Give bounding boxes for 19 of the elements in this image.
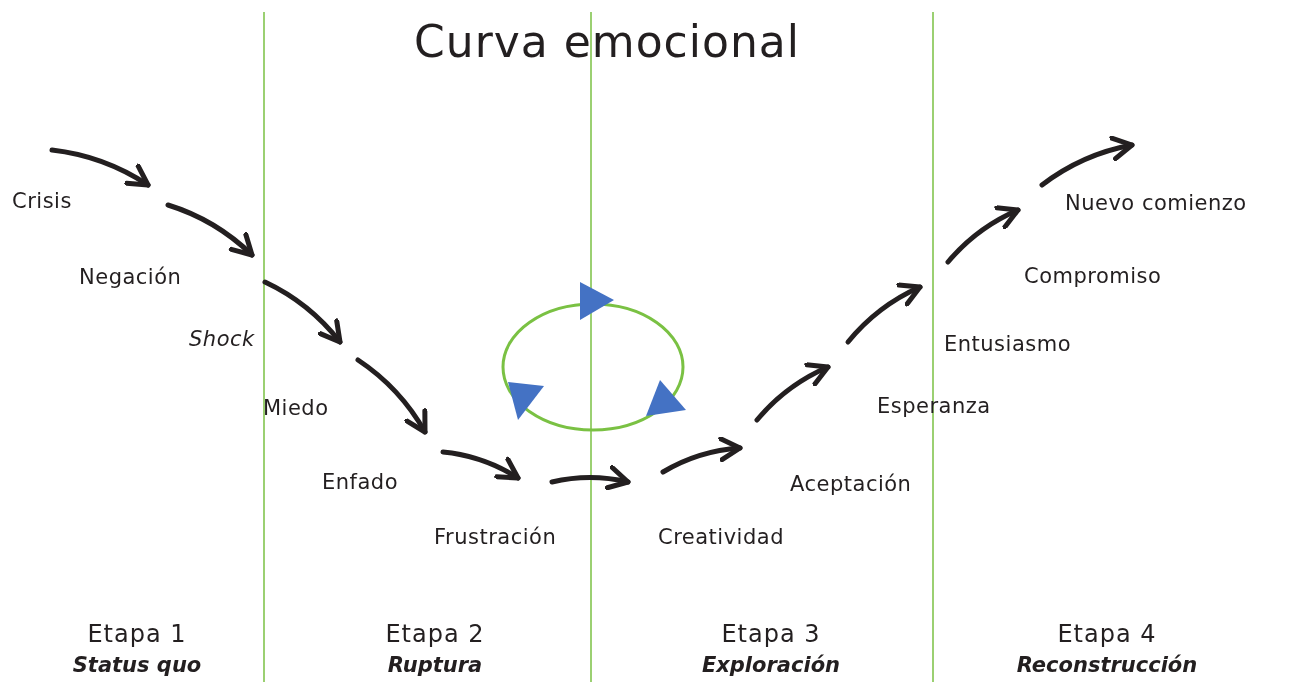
emotion-label: Crisis bbox=[12, 189, 72, 215]
emotion-label: Miedo bbox=[263, 396, 329, 422]
emotion-label: Aceptación bbox=[790, 472, 912, 498]
emotion-label: Shock bbox=[189, 327, 255, 353]
stage-label: Etapa 3 bbox=[720, 620, 822, 649]
emotion-label: Compromiso bbox=[1024, 264, 1162, 290]
emotion-label: Entusiasmo bbox=[944, 332, 1071, 358]
stage-label: Etapa 2 bbox=[384, 620, 486, 649]
emotion-label: Frustración bbox=[434, 525, 557, 551]
emotion-label: Creatividad bbox=[658, 525, 784, 551]
stage-label: Etapa 1 bbox=[86, 620, 188, 649]
emotion-label: Negación bbox=[79, 265, 182, 291]
stage-subtitle: Status quo bbox=[71, 653, 203, 679]
stage-subtitle: Ruptura bbox=[386, 653, 484, 679]
stage-subtitle: Reconstrucción bbox=[1015, 653, 1199, 679]
stage-label: Etapa 4 bbox=[1056, 620, 1158, 649]
emotion-label: Enfado bbox=[322, 470, 399, 496]
emotion-label: Nuevo comienzo bbox=[1065, 191, 1247, 217]
stage-subtitle: Exploración bbox=[700, 653, 842, 679]
